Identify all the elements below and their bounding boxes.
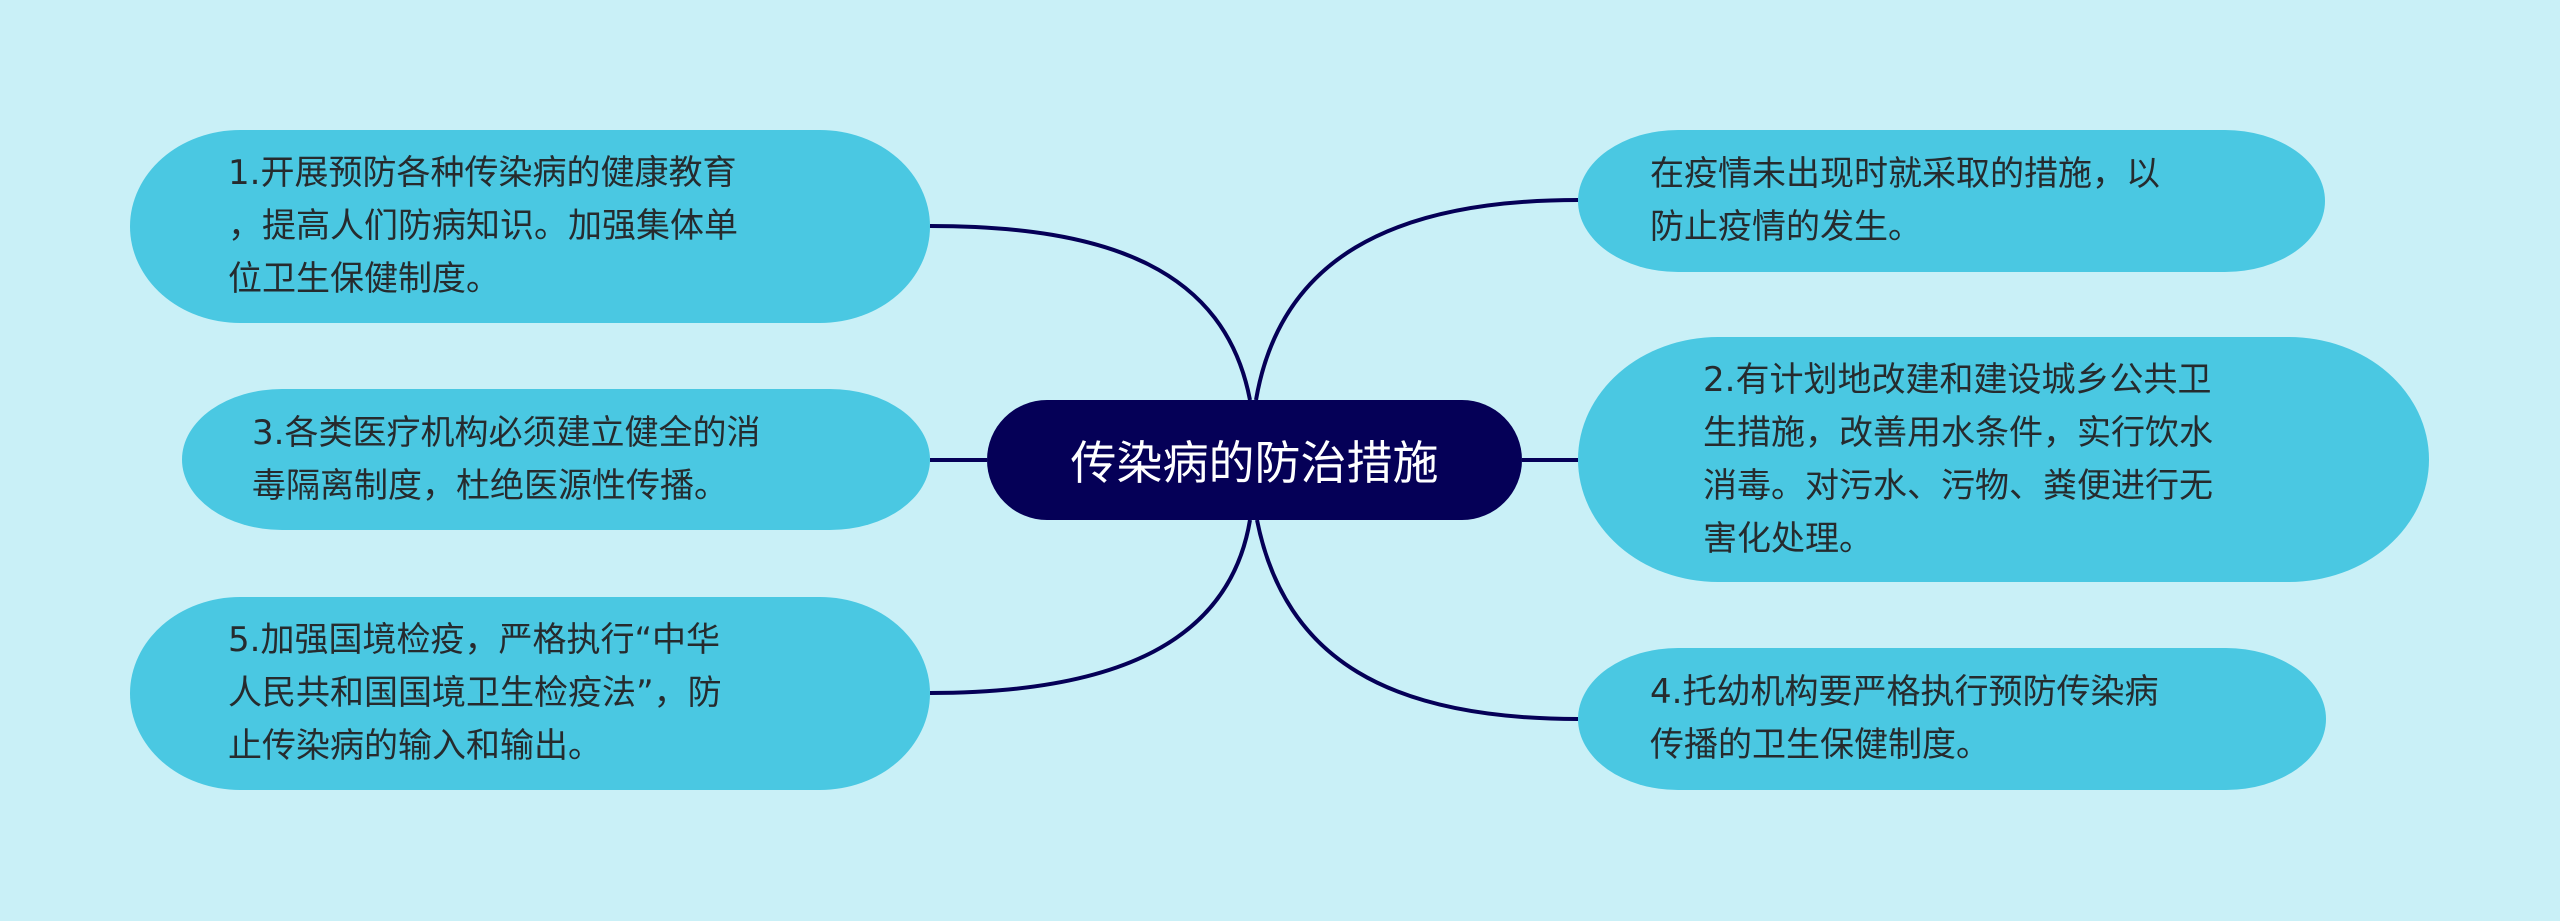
topic-node-public-sanitation[interactable]: 2.有计划地改建和建设城乡公共卫 生措施，改善用水条件，实行饮水 消毒。对污水、…: [1578, 337, 2429, 582]
topic-node-label: 3.各类医疗机构必须建立健全的消 毒隔离制度，杜绝医源性传播。: [252, 412, 761, 506]
topic-node-label: 4.托幼机构要严格执行预防传染病 传播的卫生保健制度。: [1650, 672, 2159, 765]
topic-node-label: 2.有计划地改建和建设城乡公共卫 生措施，改善用水条件，实行饮水 消毒。对污水、…: [1703, 359, 2213, 559]
topic-node-label: 5.加强国境检疫，严格执行“中华 人民共和国国境卫生检疫法”，防 止传染病的输入…: [228, 620, 722, 766]
topic-node-disinfection-isolation[interactable]: 3.各类医疗机构必须建立健全的消 毒隔离制度，杜绝医源性传播。: [182, 389, 930, 530]
topic-node-childcare-institutions[interactable]: 4.托幼机构要严格执行预防传染病 传播的卫生保健制度。: [1578, 648, 2326, 790]
central-topic-label: 传染病的防治措施: [1070, 436, 1439, 490]
topic-node-health-education[interactable]: 1.开展预防各种传染病的健康教育 ，提高人们防病知识。加强集体单 位卫生保健制度…: [130, 130, 930, 323]
central-topic[interactable]: 传染病的防治措施: [987, 400, 1522, 520]
topic-node-preventive-definition[interactable]: 在疫情未出现时就采取的措施，以 防止疫情的发生。: [1578, 130, 2325, 272]
topic-node-label: 1.开展预防各种传染病的健康教育 ，提高人们防病知识。加强集体单 位卫生保健制度…: [228, 153, 738, 299]
connector-center-to-node-5: [929, 519, 1252, 695]
connector-center-to-node-4: [1255, 519, 1579, 721]
connector-center-to-node-top-right: [1254, 198, 1579, 401]
connector-center-to-node-1: [929, 224, 1252, 401]
topic-node-label: 在疫情未出现时就采取的措施，以 防止疫情的发生。: [1650, 154, 2160, 247]
topic-node-border-quarantine[interactable]: 5.加强国境检疫，严格执行“中华 人民共和国国境卫生检疫法”，防 止传染病的输入…: [130, 597, 930, 790]
